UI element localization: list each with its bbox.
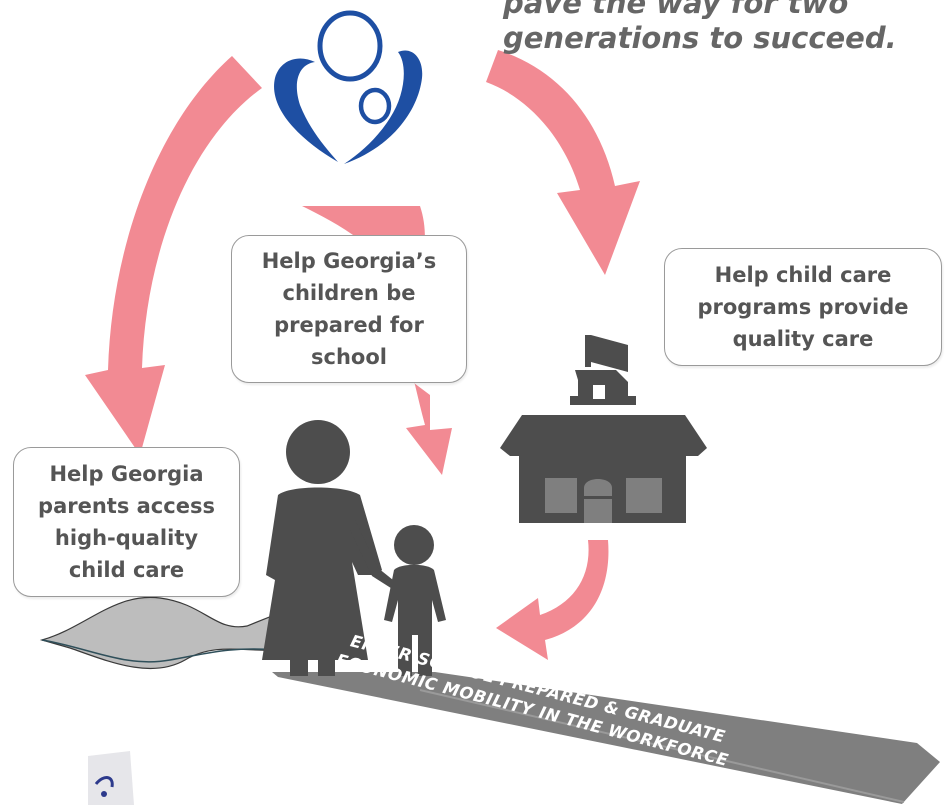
mother-child-heart-logo-icon xyxy=(274,10,423,164)
headline-line-2: generations to succeed. xyxy=(503,21,897,55)
arrow-right xyxy=(486,50,640,275)
callout-children-prepared: Help Georgia’s children be prepared for … xyxy=(231,235,467,383)
callout-parents-text: Help Georgia parents access high-quality… xyxy=(38,462,215,582)
arrow-left xyxy=(85,56,262,455)
parent-child-icon xyxy=(262,420,446,676)
callout-children-text: Help Georgia’s children be prepared for … xyxy=(261,249,437,369)
callout-programs-text: Help child care programs provide quality… xyxy=(697,263,909,351)
georgia-map-icon xyxy=(88,751,134,805)
ribbon-decoration xyxy=(39,596,283,670)
headline: pave the way for two generations to succ… xyxy=(503,0,950,56)
callout-programs-quality: Help child care programs provide quality… xyxy=(664,248,942,366)
arrow-bottom xyxy=(496,540,609,660)
headline-line-1: pave the way for two xyxy=(503,0,849,20)
callout-parents-access: Help Georgia parents access high-quality… xyxy=(13,447,240,597)
road-path xyxy=(272,672,940,804)
schoolhouse-icon xyxy=(500,335,707,523)
